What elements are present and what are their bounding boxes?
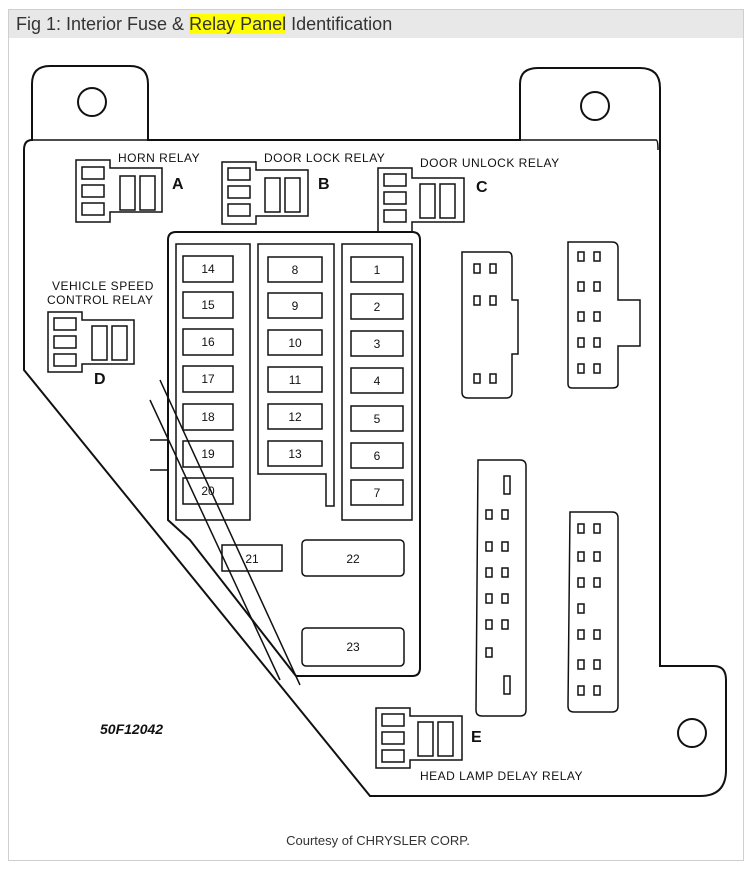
fuse-10-label: 10 xyxy=(288,336,302,350)
relay-c-door-unlock: DOOR UNLOCK RELAY C xyxy=(377,156,560,233)
courtesy-caption: Courtesy of CHRYSLER CORP. xyxy=(286,833,470,848)
relay-e-headlamp-delay: HEAD LAMP DELAY RELAY E xyxy=(375,707,583,783)
right-fuse-tray xyxy=(341,243,413,521)
fuse-6-label: 6 xyxy=(374,449,381,463)
title-bar xyxy=(9,10,743,38)
left-fuse-column: 14 15 16 17 18 19 20 xyxy=(182,255,234,505)
fuse-11 xyxy=(267,366,323,393)
fuse-22-label: 22 xyxy=(346,552,360,566)
title-prefix: Fig 1: Interior Fuse & xyxy=(16,14,190,34)
door-lock-relay-label: DOOR LOCK RELAY xyxy=(264,151,385,165)
fuse-17 xyxy=(182,365,234,393)
middle-fuse-column: 8 9 10 11 12 13 xyxy=(267,256,323,467)
fuse-18-label: 18 xyxy=(201,410,215,424)
connector-lower-right xyxy=(567,511,619,713)
fuse-block-outline xyxy=(167,231,421,677)
fuse-7-label: 7 xyxy=(374,486,381,500)
fuse-8 xyxy=(267,256,323,283)
fuse-1-label: 1 xyxy=(374,263,381,277)
fuse-21 xyxy=(221,544,283,572)
connector-lower-left xyxy=(475,459,527,717)
fuse-23-label: 23 xyxy=(346,640,360,654)
fuse-15 xyxy=(182,291,234,319)
relay-letter-b: B xyxy=(318,176,330,193)
fuse-19 xyxy=(182,440,234,468)
part-code: 50F12042 xyxy=(100,721,163,737)
diagonal-edge-1 xyxy=(149,399,281,681)
fuse-7 xyxy=(350,479,404,506)
relay-letter-a: A xyxy=(172,176,184,193)
fuse-16-label: 16 xyxy=(201,335,215,349)
mounting-hole-top-left xyxy=(77,87,107,117)
fuse-21-label: 21 xyxy=(245,552,259,566)
fuse-14 xyxy=(182,255,234,283)
fuse-20 xyxy=(182,477,234,505)
speed-relay-label-line1: VEHICLE SPEED xyxy=(52,279,154,293)
fuse-10 xyxy=(267,329,323,356)
connector-upper-left xyxy=(461,251,519,399)
connector-upper-right xyxy=(567,241,641,389)
left-fuse-tray xyxy=(175,243,251,521)
relay-letter-c: C xyxy=(476,179,488,196)
panel-inner-edge xyxy=(32,139,659,151)
relay-a-horn: HORN RELAY A xyxy=(75,151,200,223)
mounting-hole-top-right xyxy=(580,91,610,121)
mounting-hole-bottom-right xyxy=(677,718,707,748)
fuse-19-label: 19 xyxy=(201,447,215,461)
fuse-3-label: 3 xyxy=(374,337,381,351)
relay-letter-d: D xyxy=(94,371,106,388)
headlamp-relay-label: HEAD LAMP DELAY RELAY xyxy=(420,769,583,783)
fuse-4 xyxy=(350,367,404,394)
panel-outline xyxy=(23,65,727,797)
fuse-14-label: 14 xyxy=(201,262,215,276)
fuse-9-label: 9 xyxy=(292,299,299,313)
diagonal-edge-2 xyxy=(159,379,301,686)
door-unlock-relay-label: DOOR UNLOCK RELAY xyxy=(420,156,560,170)
fuse-2 xyxy=(350,293,404,320)
fuse-12 xyxy=(267,403,323,430)
horn-relay-label: HORN RELAY xyxy=(118,151,200,165)
fuse-5-label: 5 xyxy=(374,412,381,426)
fuse-18 xyxy=(182,403,234,431)
fuse-15-label: 15 xyxy=(201,298,215,312)
figure-title: Fig 1: Interior Fuse & Relay Panel Ident… xyxy=(16,14,392,35)
right-fuse-column: 1 2 3 4 5 6 7 xyxy=(350,256,404,506)
fuse-20-label: 20 xyxy=(201,484,215,498)
fuse-16 xyxy=(182,328,234,356)
fuse-5 xyxy=(350,405,404,432)
fuse-4-label: 4 xyxy=(374,374,381,388)
relay-d-speed-control: VEHICLE SPEED CONTROL RELAY D xyxy=(47,279,154,388)
fuse-17-label: 17 xyxy=(201,372,215,386)
fuse-3 xyxy=(350,330,404,357)
fuse-22 xyxy=(301,539,405,577)
fuse-23 xyxy=(301,627,405,667)
fuse-block-tab xyxy=(150,439,169,471)
fuse-6 xyxy=(350,442,404,469)
fuse-12-label: 12 xyxy=(288,410,302,424)
fuse-11-label: 11 xyxy=(289,373,302,387)
speed-relay-label-line2: CONTROL RELAY xyxy=(47,293,154,307)
title-highlight: Relay Panel xyxy=(189,14,287,34)
fuse-2-label: 2 xyxy=(374,300,381,314)
fuse-1 xyxy=(350,256,404,283)
fuse-13-label: 13 xyxy=(288,447,302,461)
fuse-8-label: 8 xyxy=(292,263,299,277)
title-suffix: Identification xyxy=(286,14,393,34)
fuse-13 xyxy=(267,440,323,467)
relay-letter-e: E xyxy=(471,729,482,746)
middle-fuse-tray xyxy=(257,243,335,507)
relay-b-door-lock: DOOR LOCK RELAY B xyxy=(221,151,385,225)
fuse-9 xyxy=(267,292,323,319)
